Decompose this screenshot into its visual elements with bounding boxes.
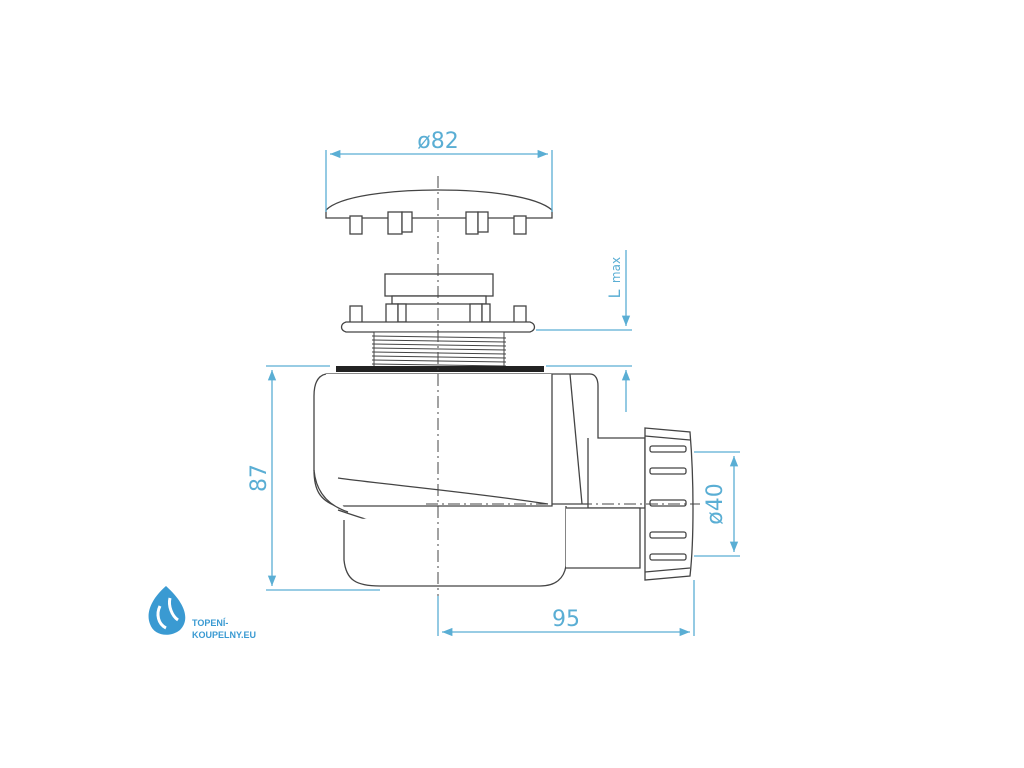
outlet-diameter-label: ø40 [703, 483, 728, 524]
nut-slot [649, 499, 687, 507]
thread-line [371, 343, 507, 347]
thread-line [371, 355, 507, 359]
grate-assembly [340, 273, 536, 333]
nut-slot [649, 531, 687, 539]
thread-line [371, 363, 507, 367]
cap-diameter-label: ø82 [417, 129, 458, 154]
thread-line [371, 335, 507, 339]
water-drop-icon [148, 586, 186, 635]
threaded-neck [371, 331, 507, 369]
logo-line-1: TOPENÍ- [192, 618, 228, 628]
gasket [336, 366, 544, 372]
logo-line-2: KOUPELNY.EU [192, 630, 256, 640]
thread-line [371, 351, 507, 355]
nut-slot [649, 467, 687, 475]
thread-line [371, 339, 507, 343]
l-max-main-label: L [605, 289, 624, 298]
l-max-label: L max [605, 257, 624, 299]
nut-slot [649, 445, 687, 453]
length-label: 95 [552, 607, 580, 632]
siphon-body [313, 373, 646, 587]
center-lines [426, 176, 700, 612]
thread-line [371, 359, 507, 363]
l-max-sub-label: max [609, 257, 623, 283]
brand-logo: TOPENÍ- KOUPELNY.EU [148, 586, 256, 640]
nut-slot [649, 553, 687, 561]
dimension-lines [266, 149, 740, 637]
cover-cap [325, 189, 553, 235]
thread-line [371, 347, 507, 351]
height-label: 87 [247, 464, 272, 492]
